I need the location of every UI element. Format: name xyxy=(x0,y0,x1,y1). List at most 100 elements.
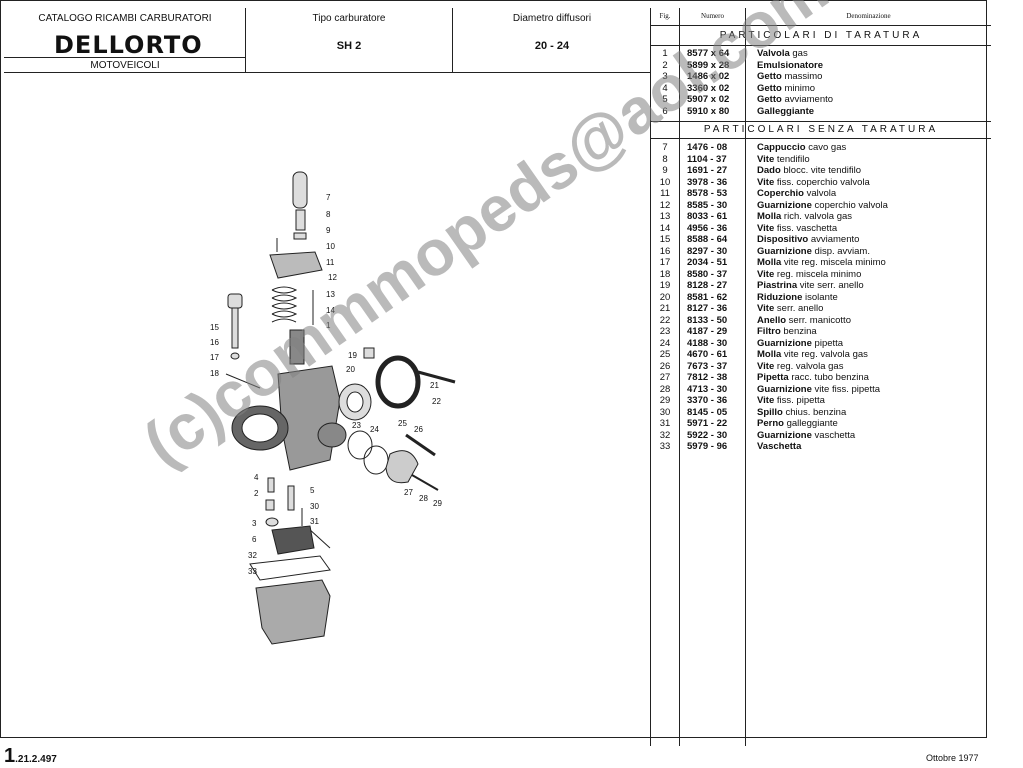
row-numero: 1476 - 08 xyxy=(687,142,728,153)
svg-text:15: 15 xyxy=(210,323,219,332)
row-denominazione-main: Emulsionatore xyxy=(757,59,823,71)
row-denominazione: Molla vite reg. miscela minimo xyxy=(757,257,886,269)
row-fig: 13 xyxy=(659,211,671,222)
svg-text:28: 28 xyxy=(419,494,428,503)
part-cappuccio xyxy=(292,171,308,209)
tipo-label: Tipo carburatore xyxy=(312,13,386,24)
row-denominazione-main: Perno xyxy=(757,418,784,429)
catalog-title: CATALOGO RICAMBI CARBURATORI xyxy=(38,13,212,24)
row-fig: 17 xyxy=(659,257,671,268)
row-denominazione: Guarnizione coperchio valvola xyxy=(757,200,888,212)
row-denominazione: Vite serr. anello xyxy=(757,303,823,315)
row-denominazione-main: Guarnizione xyxy=(757,199,812,211)
svg-text:22: 22 xyxy=(432,397,441,406)
row-denominazione-detail: valvola xyxy=(803,188,837,199)
row-numero: 8580 - 37 xyxy=(687,268,728,280)
row-denominazione-detail: vite fiss. pipetta xyxy=(811,383,881,395)
row-denominazione-main: Piastrina xyxy=(757,280,798,291)
row-numero: 5979 - 96 xyxy=(687,441,728,452)
row-denominazione-main: Galleggiante xyxy=(757,105,815,117)
row-denominazione-main: Dado xyxy=(757,165,781,176)
row-fig: 3 xyxy=(662,71,668,82)
svg-text:16: 16 xyxy=(210,338,219,347)
row-numero: 5899 x 28 xyxy=(687,59,730,71)
row-denominazione: Guarnizione disp. avviam. xyxy=(757,246,870,258)
row-denominazione: Getto massimo xyxy=(757,71,822,83)
table-head-line xyxy=(650,25,991,26)
row-numero: 7812 - 38 xyxy=(687,372,728,383)
svg-text:9: 9 xyxy=(326,226,331,235)
row-denominazione: Valvola gas xyxy=(757,48,808,60)
row-denominazione-detail: rich. valvola gas xyxy=(781,211,853,222)
header-col-line xyxy=(245,8,246,72)
row-fig: 10 xyxy=(659,176,671,188)
svg-text:29: 29 xyxy=(433,499,442,508)
svg-text:17: 17 xyxy=(210,353,219,362)
row-denominazione: Filtro benzina xyxy=(757,326,817,338)
row-denominazione: Anello serr. manicotto xyxy=(757,315,851,327)
row-denominazione: Dispositivo avviamento xyxy=(757,234,859,246)
row-numero: 4187 - 29 xyxy=(687,326,728,337)
part-molla xyxy=(271,286,298,323)
row-numero: 8585 - 30 xyxy=(687,199,728,211)
row-numero: 5922 - 30 xyxy=(687,429,728,441)
part-galleggiante xyxy=(271,525,315,555)
row-denominazione-detail: racc. tubo benzina xyxy=(788,372,869,383)
row-fig: 9 xyxy=(662,165,668,176)
row-denominazione: Vite reg. miscela minimo xyxy=(757,269,861,281)
row-denominazione-main: Dispositivo xyxy=(757,234,809,245)
row-numero: 8133 - 50 xyxy=(687,314,728,326)
row-numero: 1486 x 02 xyxy=(687,71,730,82)
section2-title: PARTICOLARI SENZA TARATURA xyxy=(703,124,939,135)
row-fig: 14 xyxy=(659,222,671,234)
svg-text:2: 2 xyxy=(254,489,259,498)
table-row: 3 1486 x 02 Getto massimo xyxy=(651,71,991,83)
svg-text:18: 18 xyxy=(210,369,219,378)
row-denominazione: Vite fiss. pipetta xyxy=(757,395,825,407)
catalog-code: 1.21.2.497 xyxy=(4,745,57,768)
row-numero: 4670 - 61 xyxy=(687,349,728,360)
row-denominazione-main: Molla xyxy=(757,257,782,268)
svg-text:11: 11 xyxy=(326,258,335,267)
svg-text:23: 23 xyxy=(352,421,361,430)
row-denominazione-detail: reg. valvola gas xyxy=(774,360,844,372)
header-divider xyxy=(4,57,245,58)
row-fig: 29 xyxy=(659,395,671,406)
catalog-date: Ottobre 1977 xyxy=(926,753,979,763)
row-fig: 11 xyxy=(660,188,670,199)
row-denominazione-main: Spillo xyxy=(757,406,783,418)
row-fig: 8 xyxy=(662,153,668,165)
row-denominazione-detail: vaschetta xyxy=(811,429,856,441)
row-fig: 21 xyxy=(659,303,671,314)
row-numero: 4188 - 30 xyxy=(687,337,728,349)
part-anello xyxy=(375,355,421,409)
row-denominazione: Vite tendifilo xyxy=(757,154,810,166)
part-coperchio xyxy=(269,251,323,279)
row-fig: 2 xyxy=(662,59,668,71)
page-frame xyxy=(0,0,987,738)
section2-line xyxy=(650,138,991,139)
row-fig: 19 xyxy=(659,280,671,291)
svg-text:8: 8 xyxy=(326,210,331,219)
row-numero: 4713 - 30 xyxy=(687,383,728,395)
row-denominazione-main: Vite xyxy=(757,176,775,188)
row-denominazione-detail: disp. avviam. xyxy=(811,245,870,257)
row-denominazione: Galleggiante xyxy=(757,106,814,118)
row-denominazione: Getto avviamento xyxy=(757,94,833,106)
row-denominazione-main: Guarnizione xyxy=(757,383,812,395)
row-denominazione-main: Valvola xyxy=(757,48,790,59)
part-guarnizione-pipetta xyxy=(363,445,389,475)
